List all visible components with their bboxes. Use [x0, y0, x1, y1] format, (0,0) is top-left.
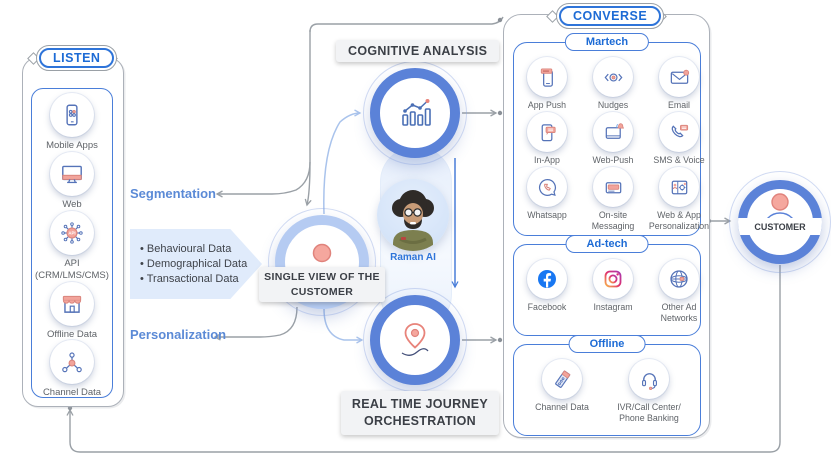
- ivr-headset-icon: [629, 359, 669, 399]
- martech-item-label: SMS & Voice: [653, 155, 705, 165]
- martech-item-label: In-App: [534, 155, 560, 165]
- onsite-messaging-icon: [593, 167, 633, 207]
- offline-item-channel-data: Channel Data: [526, 359, 598, 424]
- listen-item-label: Mobile Apps: [46, 140, 98, 151]
- listen-item-mobile-apps: Mobile Apps: [32, 93, 112, 152]
- ad-networks-globe-icon: [659, 259, 699, 299]
- offline-title: Offline: [568, 335, 646, 353]
- sms-voice-icon: [659, 112, 699, 152]
- callout-item: Transactional Data: [140, 273, 262, 285]
- cognitive-analysis-title: COGNITIVE ANALYSIS: [336, 40, 500, 62]
- api-icon: API: [50, 210, 94, 255]
- offline-item-label: Channel Data: [535, 402, 589, 412]
- martech-item-app-push: App Push: [514, 57, 580, 111]
- converse-title: CONVERSE: [559, 6, 662, 26]
- listen-sources-box: Mobile Apps Web API API (CRM/LMS/CMS) Of…: [31, 88, 113, 398]
- listen-item-api: API API (CRM/LMS/CMS): [32, 210, 112, 282]
- instagram-icon: [593, 259, 633, 299]
- adtech-title: Ad-tech: [565, 235, 649, 253]
- app-push-icon: [527, 57, 567, 97]
- journey-orchestration-node: [363, 288, 467, 392]
- adtech-item-label: Facebook: [527, 302, 567, 312]
- adtech-item-label: Instagram: [593, 302, 633, 312]
- mobile-apps-icon: [50, 93, 94, 137]
- offline-item-ivr: IVR/Call Center/ Phone Banking: [610, 359, 688, 424]
- listen-item-label: Channel Data: [42, 387, 102, 399]
- channel-data-icon: [50, 340, 94, 385]
- nudges-icon: [593, 57, 633, 97]
- single-view-label: SINGLE VIEW OF THE CUSTOMER: [259, 267, 385, 303]
- adtech-item-label: Other Ad Networks: [660, 302, 698, 323]
- offline-data-icon: [50, 281, 94, 326]
- listen-item-web: Web: [32, 151, 112, 211]
- customer-node: CUSTOMER: [738, 180, 822, 264]
- data-types-callout: Behavioural Data Demographical Data Tran…: [130, 229, 262, 299]
- martech-title: Martech: [564, 33, 650, 51]
- listen-title: LISTEN: [39, 48, 115, 68]
- web-icon: [50, 151, 94, 196]
- martech-item-in-app: In-App: [514, 112, 580, 166]
- listen-item-label: Offline Data: [47, 328, 97, 340]
- martech-item-label: Web & App Personalization: [648, 210, 710, 231]
- personalization-label: Personalization: [130, 327, 227, 342]
- callout-item: Behavioural Data: [140, 243, 262, 255]
- adtech-item-other-ad-networks: Other Ad Networks: [646, 259, 712, 324]
- adtech-item-instagram: Instagram: [580, 259, 646, 324]
- listen-item-label: API (CRM/LMS/CMS): [35, 257, 109, 281]
- martech-item-onsite-messaging: On-site Messaging: [580, 167, 646, 232]
- raman-ai-illustration: [392, 190, 434, 251]
- martech-item-label: Email: [668, 100, 690, 110]
- whatsapp-icon: [527, 167, 567, 207]
- martech-item-whatsapp: Whatsapp: [514, 167, 580, 221]
- adtech-panel: Ad-tech Facebook Instagram Other Ad Netw…: [513, 235, 701, 336]
- raman-ai-avatar: [377, 179, 449, 251]
- offline-channel-data-icon: [542, 359, 582, 399]
- offline-item-label: IVR/Call Center/ Phone Banking: [617, 402, 681, 423]
- svg-text:API: API: [68, 230, 75, 235]
- journey-orchestration-title: REAL TIME JOURNEY ORCHESTRATION: [341, 391, 499, 435]
- martech-item-label: App Push: [527, 100, 567, 110]
- martech-panel: Martech App Push Nudges Email: [513, 33, 709, 236]
- callout-item: Demographical Data: [140, 258, 262, 270]
- raman-ai-label: Raman AI: [390, 252, 436, 263]
- listen-item-offline-data: Offline Data: [32, 281, 112, 341]
- martech-item-label: Nudges: [597, 100, 629, 110]
- offline-grid: Channel Data IVR/Call Center/ Phone Bank…: [514, 359, 700, 424]
- martech-grid: App Push Nudges Email In-App: [514, 57, 709, 233]
- martech-item-label: Web-Push: [592, 155, 634, 165]
- martech-item-web-app-personalization: Web & App Personalization: [646, 167, 712, 232]
- listen-header: LISTEN: [36, 45, 118, 71]
- adtech-item-facebook: Facebook: [514, 259, 580, 324]
- listen-item-label: Web: [62, 198, 82, 210]
- adtech-grid: Facebook Instagram Other Ad Networks: [514, 259, 700, 324]
- converse-header: CONVERSE: [556, 3, 665, 29]
- martech-item-label: Whatsapp: [527, 210, 567, 220]
- email-icon: [659, 57, 699, 97]
- offline-panel: Offline Channel Data IVR/Call Center/ Ph…: [513, 335, 701, 436]
- web-push-icon: [593, 112, 633, 152]
- cognitive-analysis-node: [363, 61, 467, 165]
- analytics-chart-icon: [402, 99, 431, 126]
- martech-item-nudges: Nudges: [580, 57, 646, 111]
- martech-item-label: On-site Messaging: [591, 210, 635, 231]
- journey-pin-icon: [401, 323, 429, 356]
- listen-item-channel-data: Channel Data: [32, 340, 112, 399]
- customer-label: CUSTOMER: [738, 218, 822, 235]
- martech-item-email: Email: [646, 57, 712, 111]
- martech-item-web-push: Web-Push: [580, 112, 646, 166]
- in-app-icon: [527, 112, 567, 152]
- segmentation-label: Segmentation: [130, 186, 216, 201]
- web-app-personalization-icon: [659, 167, 699, 207]
- facebook-icon: [527, 259, 567, 299]
- martech-item-sms-voice: SMS & Voice: [646, 112, 712, 166]
